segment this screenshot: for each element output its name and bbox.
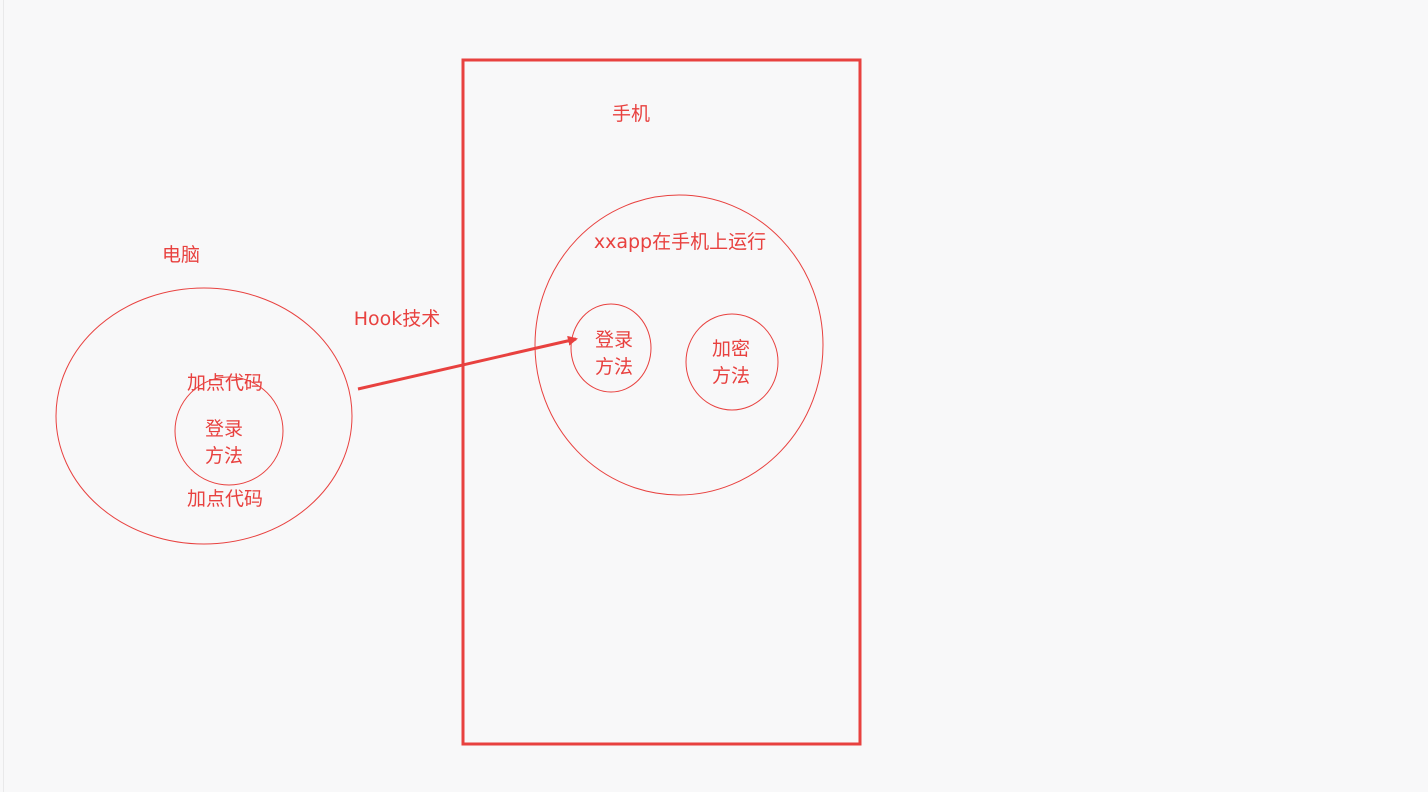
phone-rectangle: [461, 58, 862, 746]
encrypt-method-line2: 方法: [711, 365, 751, 387]
add-code-bottom-label: 加点代码: [186, 488, 264, 510]
encrypt-method-circle: [685, 313, 779, 411]
app-running-label: xxapp在手机上运行: [593, 231, 767, 253]
pc-login-method-line2: 方法: [204, 445, 244, 467]
app-login-method-line2: 方法: [594, 356, 634, 378]
app-login-method-line1: 登录: [594, 329, 634, 351]
encrypt-method-line1: 加密: [711, 338, 751, 360]
hook-label: Hook技术: [353, 308, 441, 330]
app-login-method-circle: [570, 303, 652, 393]
hook-arrow: [357, 335, 578, 391]
pc-login-method-line1: 登录: [204, 418, 244, 440]
app-circle: [534, 194, 824, 496]
add-code-top-label: 加点代码: [186, 372, 264, 394]
phone-label: 手机: [611, 103, 651, 125]
computer-label: 电脑: [161, 244, 201, 266]
computer-ellipse: [55, 287, 353, 545]
pc-login-method-circle: [174, 376, 284, 486]
